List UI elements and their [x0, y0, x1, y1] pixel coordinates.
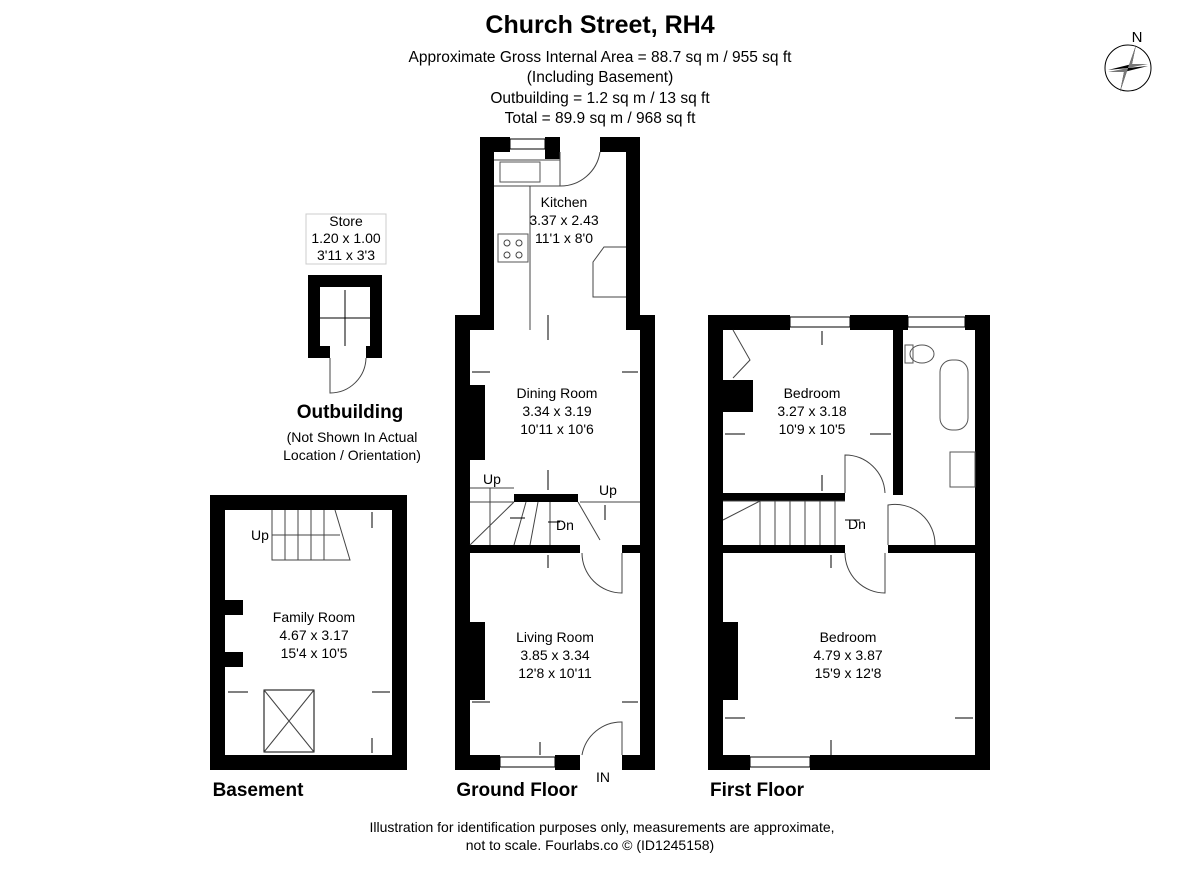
first-floor-label: First Floor	[710, 780, 805, 801]
entrance-label: IN	[596, 769, 610, 785]
basement-label: Basement	[213, 780, 304, 801]
bedroom-2-metric: 4.79 x 3.87	[813, 647, 882, 663]
first-stairs-down-label: Dn	[848, 516, 866, 532]
bedroom-1-imperial: 10'9 x 10'5	[779, 421, 846, 437]
outbuilding-plan: Store 1.20 x 1.00 3'11 x 3'3 Outbuilding…	[283, 213, 421, 463]
ground-stairs-up-label-2: Up	[599, 482, 617, 498]
disclaimer-line-1: Illustration for identification purposes…	[369, 819, 834, 835]
family-room-name: Family Room	[273, 609, 355, 625]
basement-stairs-up-label: Up	[251, 527, 269, 543]
outbuilding-note-1: (Not Shown In Actual	[287, 429, 418, 445]
dining-room-metric: 3.34 x 3.19	[522, 403, 591, 419]
bedroom-1-name: Bedroom	[784, 385, 841, 401]
compass-north-label: N	[1132, 29, 1143, 46]
first-floor-plan: Dn Bedroom 3.27 x 3.18 10'9 x 10'5 Bedro…	[708, 315, 990, 801]
ground-floor-plan: Up Up Dn Kitchen 3.37 x 2.43 11'1 x 8'0 …	[455, 137, 655, 801]
disclaimer-line-2: not to scale. Fourlabs.co © (ID1245158)	[466, 837, 714, 853]
kitchen-imperial: 11'1 x 8'0	[535, 230, 593, 246]
total-area-text: Total = 89.9 sq m / 968 sq ft	[505, 110, 697, 127]
gross-area-text: Approximate Gross Internal Area = 88.7 s…	[409, 49, 793, 66]
store-imperial: 3'11 x 3'3	[317, 247, 375, 263]
including-basement-text: (Including Basement)	[527, 69, 673, 86]
living-room-imperial: 12'8 x 10'11	[518, 665, 592, 681]
ground-stairs-up-label-1: Up	[483, 471, 501, 487]
bedroom-1-metric: 3.27 x 3.18	[777, 403, 846, 419]
bedroom-2-imperial: 15'9 x 12'8	[815, 665, 882, 681]
family-room-metric: 4.67 x 3.17	[279, 627, 348, 643]
basement-plan: Up Family Room 4.67 x 3.17 15'4 x 10'5 B…	[210, 495, 407, 801]
dining-room-imperial: 10'11 x 10'6	[520, 421, 594, 437]
kitchen-name: Kitchen	[541, 194, 588, 210]
living-room-metric: 3.85 x 3.34	[520, 647, 589, 663]
outbuilding-note-2: Location / Orientation)	[283, 447, 421, 463]
outbuilding-title: Outbuilding	[297, 402, 404, 423]
living-room-name: Living Room	[516, 629, 594, 645]
kitchen-metric: 3.37 x 2.43	[529, 212, 598, 228]
outbuilding-area-text: Outbuilding = 1.2 sq m / 13 sq ft	[490, 90, 710, 107]
family-room-imperial: 15'4 x 10'5	[281, 645, 348, 661]
bedroom-2-name: Bedroom	[820, 629, 877, 645]
compass-rose-icon: N	[1104, 29, 1152, 92]
ground-stairs-down-label: Dn	[556, 517, 574, 533]
store-metric: 1.20 x 1.00	[311, 230, 380, 246]
plan-title: Church Street, RH4	[485, 11, 714, 39]
ground-floor-label: Ground Floor	[456, 780, 578, 801]
dining-room-name: Dining Room	[517, 385, 598, 401]
store-name: Store	[329, 213, 363, 229]
